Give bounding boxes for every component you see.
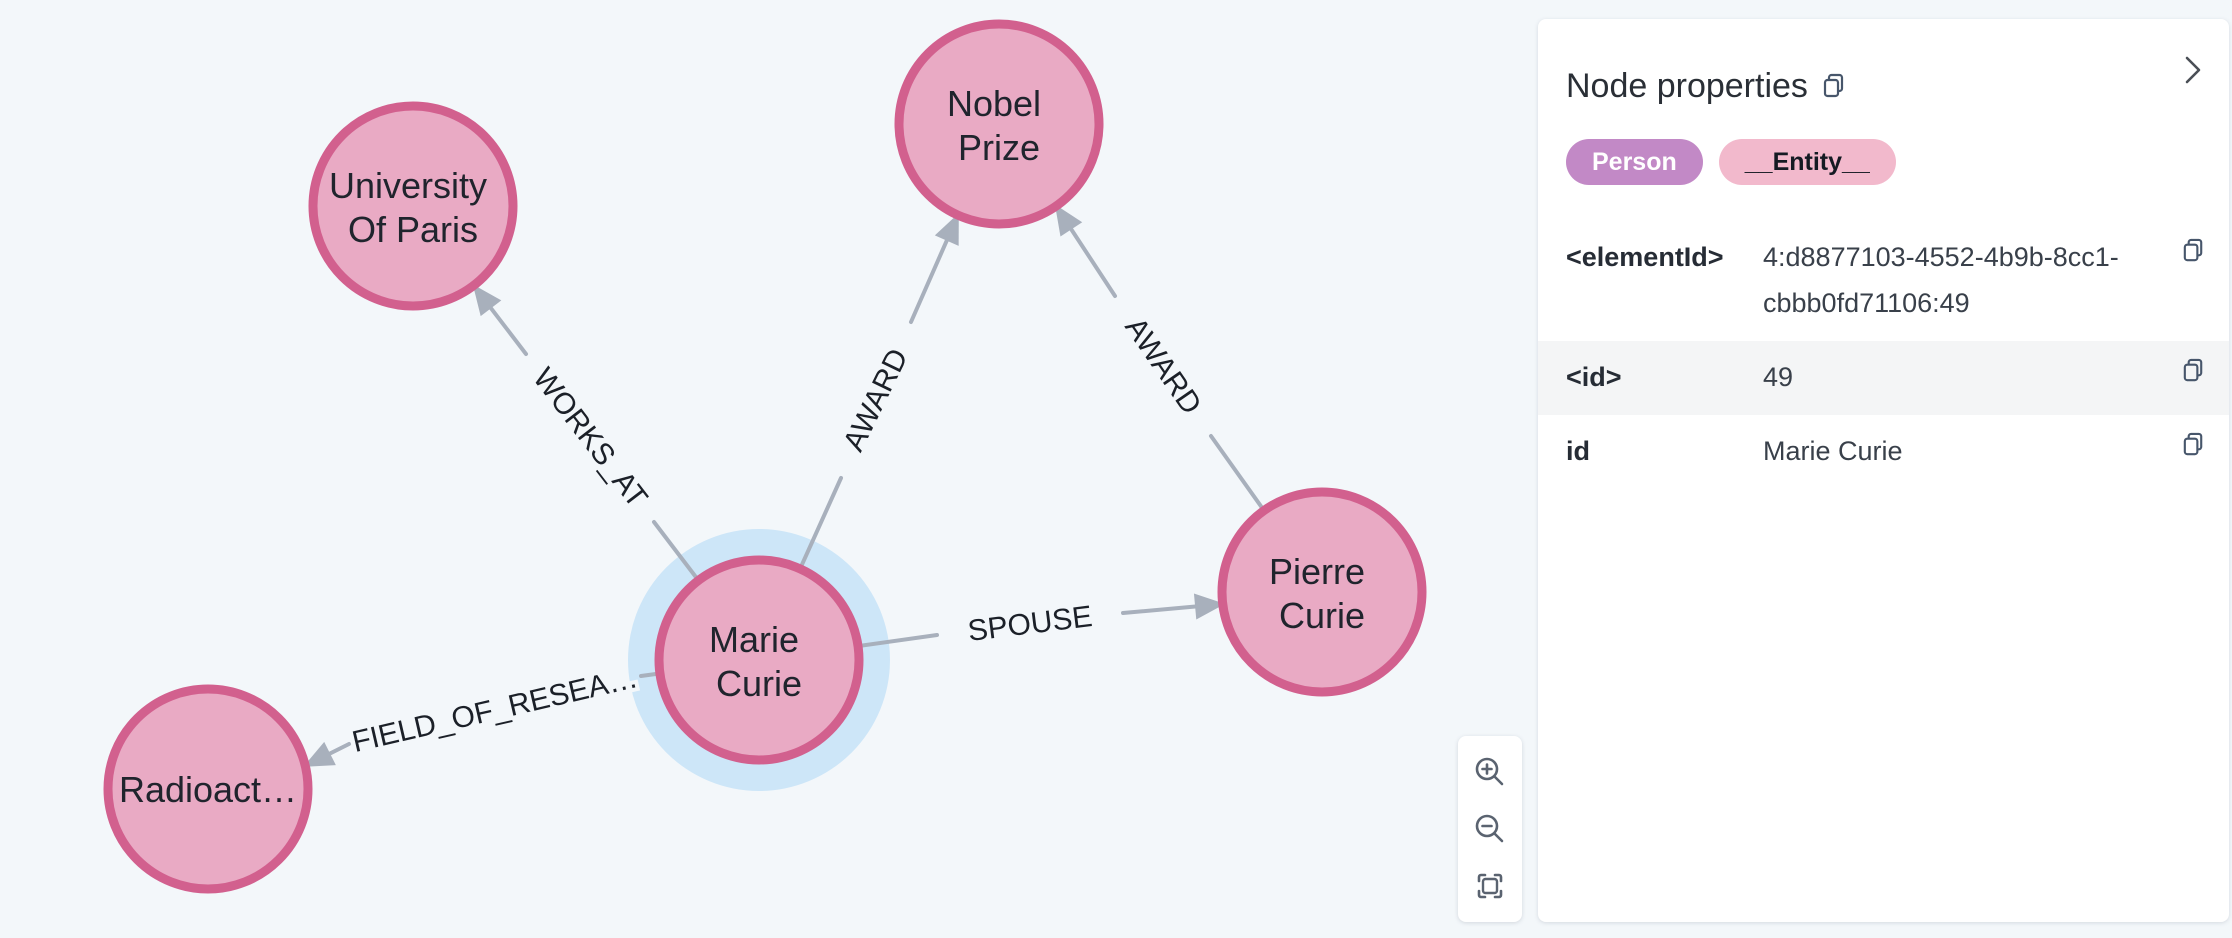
node-label-line: Radioact… [119, 769, 297, 810]
chevron-right-icon [2185, 56, 2201, 84]
node-label-line: University [329, 165, 487, 206]
copy-properties-button[interactable] [1820, 72, 1848, 100]
property-key: <id> [1566, 361, 1622, 392]
copy-icon [2183, 432, 2203, 455]
edge-label-field-of-research[interactable]: FIELD_OF_RESEA… [345, 657, 645, 763]
edge-label-award-2[interactable]: AWARD [1114, 308, 1211, 425]
nodes: University Of Paris Nobel Prize Marie Cu… [103, 19, 1427, 894]
magnifier-plus-icon [1475, 758, 1504, 786]
edge-label-works-at[interactable]: WORKS_AT [522, 358, 657, 518]
node-label-badges: Person __Entity__ [1538, 103, 2229, 185]
node-pierre-curie[interactable]: Pierre Curie [1217, 487, 1427, 697]
copy-icon [2183, 358, 2203, 381]
svg-text:Marie Curie: Marie Curie [709, 619, 809, 704]
node-marie-curie[interactable]: Marie Curie [654, 555, 864, 765]
panel-title: Node properties [1566, 67, 1808, 105]
copy-icon [1823, 73, 1844, 98]
edge-label-spouse[interactable]: SPOUSE [962, 596, 1098, 652]
property-row-id-internal: <id> 49 [1538, 340, 2229, 415]
fit-frame-icon [1477, 873, 1503, 898]
property-value: Marie Curie [1763, 435, 1903, 466]
node-properties-panel: Node properties Person __Entity__ <eleme… [1538, 19, 2229, 922]
edge-label-award-1[interactable]: AWARD [833, 340, 919, 461]
node-nobel-prize[interactable]: Nobel Prize [894, 19, 1104, 229]
node-radioactivity[interactable]: Radioact… [103, 684, 313, 894]
panel-header: Node properties [1538, 19, 2229, 103]
properties-table: <elementId> 4:d8877103-4552-4b9b-8cc1-cb… [1538, 221, 2229, 489]
collapse-panel-button[interactable] [2177, 53, 2207, 87]
node-label-line: Prize [958, 127, 1040, 168]
copy-icon [2183, 238, 2203, 262]
property-value: 49 [1763, 361, 1794, 392]
property-key: <elementId> [1566, 242, 1724, 272]
node-label-line: Curie [1279, 595, 1365, 636]
property-row-elementid: <elementId> 4:d8877103-4552-4b9b-8cc1-cb… [1538, 221, 2229, 341]
copy-value-button[interactable] [2180, 357, 2207, 384]
property-value: 4:d8877103-4552-4b9b-8cc1-cbbb0fd71106:4… [1763, 242, 2119, 318]
node-label-line: Pierre [1269, 551, 1365, 592]
copy-value-button[interactable] [2180, 237, 2207, 264]
magnifier-minus-icon [1475, 814, 1504, 843]
zoom-to-fit-button[interactable] [1470, 866, 1510, 906]
zoom-toolbar [1458, 736, 1522, 922]
svg-text:Radioact…: Radioact… [119, 769, 297, 810]
svg-text:Nobel Prize: Nobel Prize [947, 83, 1051, 168]
label-badge-entity[interactable]: __Entity__ [1718, 139, 1896, 185]
node-label-line: Of Paris [348, 209, 478, 250]
svg-text:University Of Paris: University Of Paris [329, 165, 497, 250]
copy-value-button[interactable] [2180, 431, 2207, 458]
label-badge-person[interactable]: Person [1566, 139, 1703, 185]
property-row-id: id Marie Curie [1538, 415, 2229, 489]
node-university-of-paris[interactable]: University Of Paris [308, 101, 518, 311]
zoom-in-button[interactable] [1470, 752, 1510, 792]
node-label-line: Curie [716, 663, 802, 704]
property-key: id [1566, 435, 1590, 466]
node-label-line: Nobel [947, 83, 1041, 124]
zoom-out-button[interactable] [1470, 809, 1510, 849]
node-label-line: Marie [709, 619, 799, 660]
svg-text:Pierre Curie: Pierre Curie [1269, 551, 1375, 636]
